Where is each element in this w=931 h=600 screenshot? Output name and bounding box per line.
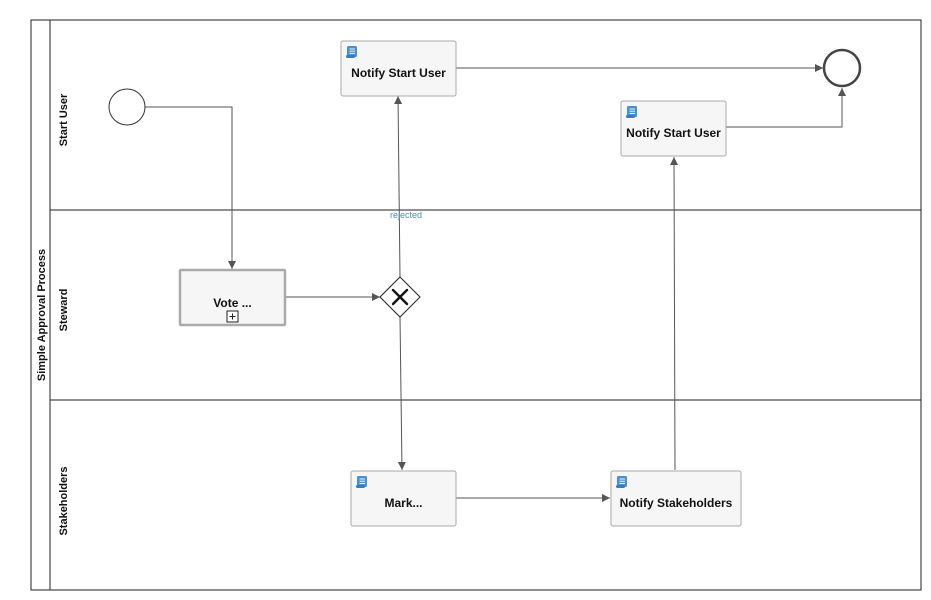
end-event[interactable] <box>822 48 862 88</box>
subprocess-label: Vote ... <box>213 296 251 310</box>
expand-plus-icon[interactable] <box>226 310 239 323</box>
subprocess-box <box>178 268 287 327</box>
task-box <box>620 100 727 157</box>
sequence-flows <box>145 64 846 502</box>
lane-area <box>49 399 922 591</box>
lane-label: Steward <box>58 289 70 332</box>
start-event[interactable] <box>108 88 146 126</box>
flow-notify-mid-to-end[interactable] <box>726 88 846 128</box>
x-icon <box>391 288 409 306</box>
task-box <box>350 470 457 527</box>
task-box <box>610 470 742 527</box>
pool[interactable]: Simple Approval Process <box>30 19 922 591</box>
subprocess-vote[interactable]: Vote ... <box>178 268 287 327</box>
task-mark[interactable]: Mark... <box>350 470 457 527</box>
lane-label: Start User <box>58 93 70 146</box>
flow-start-to-vote[interactable] <box>145 106 236 269</box>
flow-gateway-to-mark[interactable] <box>397 316 406 471</box>
script-icon <box>345 45 358 59</box>
lane-stakeholders[interactable]: Stakeholders <box>49 399 922 591</box>
task-label: Notify Stakeholders <box>620 496 733 510</box>
task-label: Notify Start User <box>626 126 721 140</box>
flow-notify-stakeholders-to-notify-start-user[interactable] <box>670 156 679 471</box>
script-icon <box>625 105 638 119</box>
lane-label: Stakeholders <box>58 466 70 535</box>
script-icon <box>615 475 628 489</box>
task-notify-stakeholders[interactable]: Notify Stakeholders <box>610 470 742 527</box>
flow-label-rejected: rejected <box>390 210 422 220</box>
exclusive-gateway[interactable] <box>379 276 421 318</box>
task-notify-start-user-mid[interactable]: Notify Start User <box>620 100 727 157</box>
flow-gateway-rejected-to-notify[interactable] <box>394 95 403 278</box>
pool-label: Simple Approval Process <box>36 249 48 381</box>
task-label: Mark... <box>384 496 422 510</box>
pool-border <box>30 19 922 591</box>
task-notify-start-user-top[interactable]: Notify Start User <box>340 40 457 97</box>
script-icon <box>355 475 368 489</box>
task-box <box>340 40 457 97</box>
task-label: Notify Start User <box>351 66 446 80</box>
